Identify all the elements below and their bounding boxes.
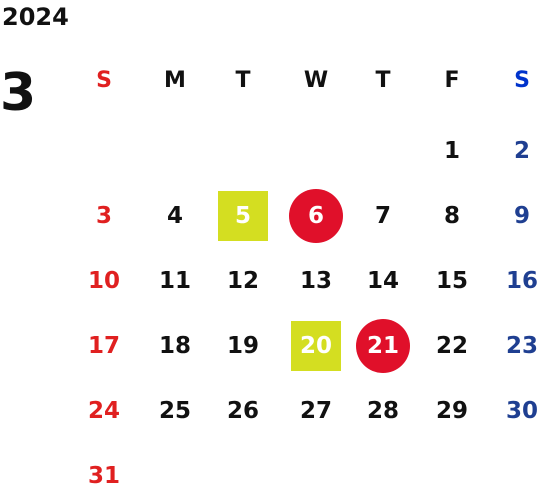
day-cell-21[interactable]: 21 xyxy=(366,332,399,359)
weekday-header-fri: F xyxy=(444,68,460,93)
year-label: 2024 xyxy=(2,3,69,31)
day-cell-8[interactable]: 8 xyxy=(443,202,460,229)
day-cell-19[interactable]: 19 xyxy=(226,332,259,359)
day-cell-2[interactable]: 2 xyxy=(513,137,530,164)
day-cell-18[interactable]: 18 xyxy=(158,332,191,359)
day-cell-9[interactable]: 9 xyxy=(513,202,530,229)
day-cell-7[interactable]: 7 xyxy=(374,202,391,229)
day-cell-20[interactable]: 20 xyxy=(299,332,332,359)
day-cell-14[interactable]: 14 xyxy=(366,267,399,294)
day-cell-3[interactable]: 3 xyxy=(95,202,112,229)
day-cell-27[interactable]: 27 xyxy=(299,397,332,424)
day-cell-22[interactable]: 22 xyxy=(435,332,468,359)
day-cell-17[interactable]: 17 xyxy=(87,332,120,359)
day-cell-10[interactable]: 10 xyxy=(87,267,120,294)
day-cell-1[interactable]: 1 xyxy=(443,137,460,164)
day-cell-26[interactable]: 26 xyxy=(226,397,259,424)
day-cell-29[interactable]: 29 xyxy=(435,397,468,424)
month-number: 3 xyxy=(0,63,37,123)
day-cell-24[interactable]: 24 xyxy=(87,397,120,424)
day-highlight-square xyxy=(291,321,341,371)
day-cell-30[interactable]: 30 xyxy=(505,397,538,424)
day-cell-11[interactable]: 11 xyxy=(158,267,191,294)
day-cell-31[interactable]: 31 xyxy=(87,462,120,489)
day-cell-5[interactable]: 5 xyxy=(234,202,251,229)
day-highlight-circle xyxy=(356,319,410,373)
day-cell-12[interactable]: 12 xyxy=(226,267,259,294)
day-cell-23[interactable]: 23 xyxy=(505,332,538,359)
weekday-header-mon: M xyxy=(164,68,186,93)
day-highlight-circle xyxy=(289,189,343,243)
weekday-header-thu: T xyxy=(375,68,391,93)
day-highlight-square xyxy=(218,191,268,241)
day-cell-13[interactable]: 13 xyxy=(299,267,332,294)
day-cell-25[interactable]: 25 xyxy=(158,397,191,424)
weekday-header-wed: W xyxy=(303,68,329,93)
day-cell-6[interactable]: 6 xyxy=(307,202,324,229)
weekday-header-sun: S xyxy=(96,68,112,93)
day-cell-4[interactable]: 4 xyxy=(166,202,183,229)
weekday-header-tue: T xyxy=(235,68,251,93)
day-cell-15[interactable]: 15 xyxy=(435,267,468,294)
weekday-header-sat: S xyxy=(514,68,530,93)
day-cell-28[interactable]: 28 xyxy=(366,397,399,424)
day-cell-16[interactable]: 16 xyxy=(505,267,538,294)
